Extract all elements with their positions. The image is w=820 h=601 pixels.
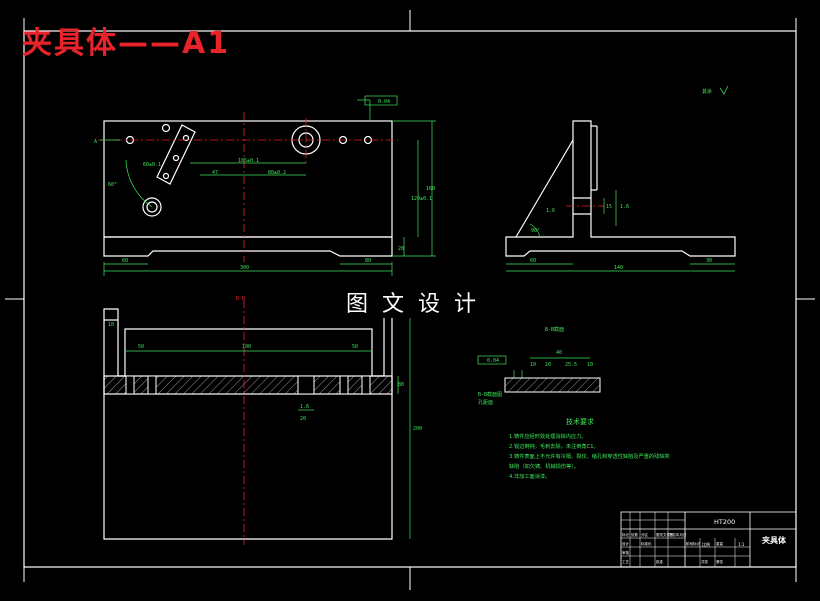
dim-inner-height: 120±0.1 (411, 196, 432, 202)
section-d3: 25.5 (565, 362, 577, 368)
bottom-height: 200 (413, 426, 422, 432)
tb-cell-8: 审核 (622, 550, 630, 555)
side-overall: 140 (614, 265, 623, 271)
section-hatch (104, 376, 392, 394)
datum-a: A (94, 139, 97, 145)
bottom-dim-text: B-B 50 100 50 10 200 1.6 20 80 (108, 296, 422, 432)
tb-cell-0: 标记 (622, 532, 630, 537)
bottom-d1: 50 (138, 344, 144, 350)
title-block (620, 511, 797, 568)
tech-item-3: 3.铸件表面上不允许有冷隔、裂纹、缩孔和穿透性缺陷及严重的残缺类 (509, 452, 670, 460)
tb-cell-2: 分区 (641, 532, 649, 537)
roughness-icon (719, 85, 729, 95)
section-callout-2: 孔距面 (478, 399, 493, 406)
side-d3: 1.6 (620, 204, 629, 210)
tb-cell-9: 工艺 (622, 559, 630, 564)
part-name: 夹具体 (762, 535, 787, 545)
trim-marks (5, 10, 815, 590)
drawing-title: 夹具体——A1 (22, 26, 231, 61)
side-dim-text: 140 60 30 90° 1.6 15 1.6 其余 (530, 88, 712, 271)
bottom-slot: 1.6 (300, 404, 309, 410)
roughness-note: 其余 (702, 88, 712, 95)
section-d4: 10 (587, 362, 593, 368)
watermark: 图文设计 (342, 286, 495, 318)
side-angle: 90° (531, 228, 540, 234)
tb-cell-6: 设计 (622, 541, 630, 546)
section-title: B-B截面 (545, 326, 564, 333)
section-d1: 20 (545, 362, 551, 368)
front-centerlines (98, 112, 398, 262)
bottom-dims (125, 309, 411, 539)
dim-height-total: 160 (426, 186, 435, 192)
section-callout: B-B截面图 (478, 391, 502, 398)
bottom-holes (125, 375, 371, 395)
bottom-d3: 50 (352, 344, 358, 350)
dim-small: 47 (212, 170, 218, 176)
section-d2: 10 (530, 362, 536, 368)
bottom-slot-w: 20 (300, 416, 306, 422)
section-d0: 40 (556, 350, 562, 356)
tb-cell-11: 阶段标记 (686, 541, 700, 546)
section-text: B-B截面 40 20 10 25.5 10 0.04 B-B截面图 孔距面 (478, 326, 593, 406)
scale-value: 1:1 (738, 542, 745, 547)
tb-cell-14: 第张 (716, 559, 724, 564)
bottom-label: B-B (236, 296, 245, 302)
tech-item-1: 1.铸件应经时效处理消除内应力。 (509, 432, 587, 440)
dim-hole-pitch: 80±0.2 (268, 170, 286, 176)
tech-title: 技术要求 (566, 417, 594, 426)
side-d1: 1.6 (546, 208, 555, 214)
tech-item-2: 2.锐边倒钝，毛刺去除，未注倒角C1。 (509, 442, 599, 450)
dim-hole-span: 105±0.1 (238, 158, 259, 164)
section-d5: 0.04 (487, 358, 499, 364)
front-view (103, 120, 393, 257)
tb-cell-5: 年月日 (676, 532, 687, 537)
material: HT200 (714, 518, 735, 526)
front-dim-text: 300 60 80 105±0.1 80±0.2 47 60° 60±0.1 A… (94, 99, 435, 271)
section-detail-shape (504, 377, 601, 393)
side-dims (506, 190, 735, 272)
bottom-right-h: 80 (398, 382, 404, 388)
front-dims (100, 95, 436, 276)
tb-cell-3: 更改文件号 (656, 532, 674, 537)
flat-ref: 0.04 (378, 99, 390, 105)
bottom-d2: 100 (242, 344, 251, 350)
side-right: 30 (706, 258, 712, 264)
side-view (505, 120, 736, 257)
side-d2: 15 (606, 204, 612, 210)
dim-overall-width: 300 (240, 265, 249, 271)
dim-slant: 60±0.1 (143, 162, 161, 168)
side-left: 60 (530, 258, 536, 264)
tech-requirements: 技术要求 1.铸件应经时效处理消除内应力。 2.锐边倒钝，毛刺去除，未注倒角C1… (509, 417, 670, 480)
tech-item-5: 4.非加工面涂漆。 (509, 472, 550, 480)
tb-cell-12: 重量 (716, 541, 724, 546)
dim-angle: 60° (108, 182, 117, 188)
dim-right-base: 80 (365, 258, 371, 264)
tb-cell-7: 标准化 (641, 541, 652, 546)
tb-cell-1: 处数 (631, 532, 639, 537)
tb-cell-4: 签名 (669, 532, 676, 537)
tech-item-4: 缺陷（如欠铸、机械损伤等）。 (509, 462, 579, 470)
tb-cell-10: 批准 (656, 559, 664, 564)
dim-left-base: 60 (122, 258, 128, 264)
tb-cell-13: 共张 (701, 559, 709, 564)
dim-base-thk: 20 (398, 246, 404, 252)
scale-label: 比例 (702, 541, 710, 547)
bottom-d4: 10 (108, 322, 114, 328)
title-block-text: HT200 夹具体 比例 1:1 标记 处数 分区 更改文件号 签名 年月日 设… (622, 518, 787, 564)
